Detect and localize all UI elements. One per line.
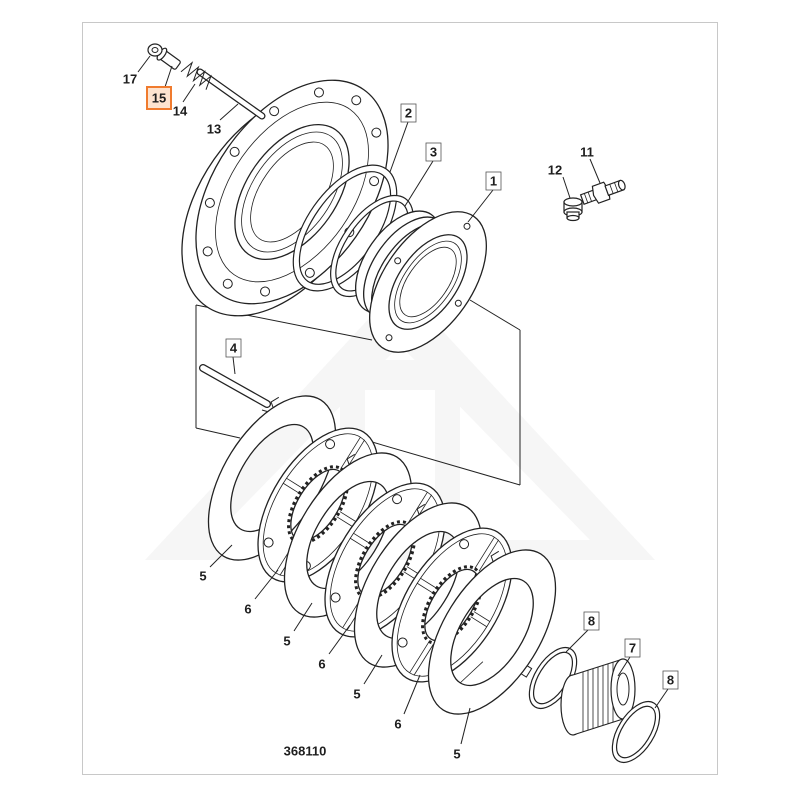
callout-13[interactable]: 13 [207,103,239,137]
callout-6-b[interactable]: 6 [318,624,351,672]
leader-line [164,65,173,88]
callout-label: 15 [152,91,166,106]
leader-line [654,688,669,709]
callout-box [662,670,679,690]
callout-box [485,171,502,191]
leader-line [328,624,351,655]
leader-line [565,629,589,653]
callout-label: 6 [318,657,325,672]
callout-box [624,638,641,658]
callout-2[interactable]: 2 [389,103,417,173]
leader-line [209,544,233,568]
callout-7[interactable]: 7 [617,638,641,677]
callout-label: 5 [453,747,460,762]
leader-line [403,674,421,715]
callout-6-a[interactable]: 6 [244,569,279,617]
diagram-frame [82,22,718,775]
callout-11[interactable]: 11 [580,145,601,184]
callout-5-d[interactable]: 5 [453,707,471,762]
callout-label: 1 [490,174,497,189]
callout-12[interactable]: 12 [548,163,571,199]
callout-6-c[interactable]: 6 [394,674,421,732]
callout-label: 8 [667,673,674,688]
callout-box [583,611,600,631]
callout-15-selected[interactable]: 15 [146,65,173,110]
callout-box [400,103,417,123]
steel-disc [427,549,557,715]
callout-17[interactable]: 17 [123,55,151,87]
leader-line [589,158,601,184]
return-spring [180,61,212,90]
callout-label: 5 [353,687,360,702]
callout-box [425,142,442,162]
leader-line [389,121,409,173]
seal-ring-2 [292,164,398,292]
callout-label: 5 [199,569,206,584]
circlip [528,647,578,709]
adjuster-bolt [196,68,266,120]
callout-label: 13 [207,122,221,137]
callout-label: 7 [629,641,636,656]
callout-1[interactable]: 1 [467,171,502,223]
callout-label: 6 [394,717,401,732]
callout-5-c[interactable]: 5 [353,654,383,702]
brake-piston [354,210,487,353]
callout-5-b[interactable]: 5 [283,602,313,649]
callout-14[interactable]: 14 [173,83,196,119]
callout-5-a[interactable]: 5 [199,544,233,584]
callout-label: 14 [173,104,188,119]
leader-line [617,656,631,677]
drawing-number: 368110 [284,744,327,759]
washer [147,43,163,57]
callout-label: 5 [283,634,290,649]
leader-line [254,569,279,600]
leader-line [232,356,236,375]
callout-label: 17 [123,72,137,87]
leader-line [182,83,196,103]
callout-box [225,338,242,358]
blanking-plug [563,197,583,222]
leader-line [363,654,383,685]
callout-label: 2 [405,106,412,121]
spring-sleeve [156,47,181,70]
leader-line [467,189,494,223]
leader-line [293,602,313,632]
callout-label: 12 [548,163,562,178]
bleed-fitting [579,179,626,205]
splined-hub [560,658,636,736]
callout-label: 11 [580,145,594,160]
leader-line [562,176,571,199]
dowel-pin [199,364,271,408]
callout-label: 6 [244,602,251,617]
callout-4[interactable]: 4 [225,338,242,375]
leader-line [137,55,151,73]
callout-label: 8 [588,614,595,629]
selected-callout-highlight [146,86,172,110]
leader-line [404,160,434,207]
leader-line [219,103,239,121]
leader-line [460,707,471,745]
callout-3[interactable]: 3 [404,142,442,207]
callout-label: 3 [430,145,437,160]
callout-label: 4 [230,341,238,356]
callout-8-b[interactable]: 8 [654,670,679,709]
callout-8-a[interactable]: 8 [565,611,600,653]
